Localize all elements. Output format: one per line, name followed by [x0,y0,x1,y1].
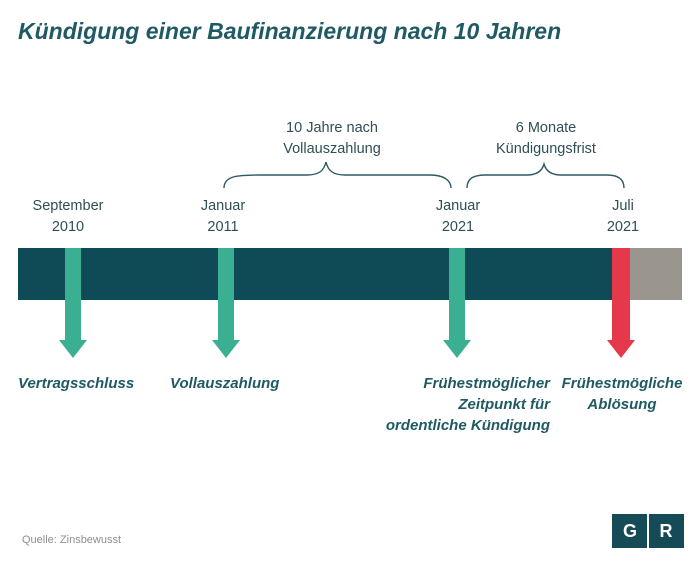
event-label-earliest-termination: Frühestmöglicher Zeitpunkt für ordentlic… [372,373,550,436]
event-label-payout: Vollauszahlung [170,373,279,394]
date-month: Januar [435,198,481,214]
brand-logo: G R [612,514,684,548]
page-title: Kündigung einer Baufinanzierung nach 10 … [18,18,562,44]
brace-notice [466,161,625,189]
date-label-earliest-termination: Januar 2021 [418,196,498,238]
arrow-redemption [607,248,635,358]
event-label-redemption: Frühestmögliche Ablösung [558,373,686,415]
period-label-line: Kündigungsfrist [496,141,596,157]
date-year: 2021 [606,219,640,235]
period-label-notice: 6 Monate Kündigungsfrist [476,118,616,160]
logo-letter: G [622,521,637,541]
event-label-line: Frühestmöglicher [423,375,550,392]
period-label-line: Vollauszahlung [283,141,381,157]
event-label-contract: Vertragsschluss [18,373,134,394]
logo-divider [647,514,649,548]
date-year: 2021 [441,219,475,235]
date-label-contract: September 2010 [18,196,118,238]
period-label-repayment: 10 Jahre nach Vollauszahlung [262,118,402,160]
arrow-earliest-termination [443,248,471,358]
brace-repayment [223,161,452,189]
date-month: Januar [200,198,246,214]
date-label-redemption: Juli 2021 [583,196,663,238]
arrow-payout [212,248,240,358]
event-label-line: Vertragsschluss [18,375,135,392]
period-label-line: 6 Monate [515,120,577,136]
timeline-bar [18,248,612,300]
event-label-line: Frühestmögliche [561,375,683,392]
date-label-payout: Januar 2011 [183,196,263,238]
arrow-contract [59,248,87,358]
event-label-line: Zeitpunkt für [458,396,550,413]
date-year: 2011 [207,219,239,235]
event-label-line: Ablösung [587,396,657,413]
period-label-line: 10 Jahre nach [286,120,378,136]
source-note: Quelle: Zinsbewusst [22,534,122,546]
date-year: 2010 [51,219,85,235]
event-label-line: ordentliche Kündigung [385,417,550,434]
event-label-line: Vollauszahlung [170,375,280,392]
timeline-bar-remaining [630,248,682,300]
date-month: September [32,198,104,214]
logo-letter: R [659,521,673,541]
date-month: Juli [612,198,634,214]
